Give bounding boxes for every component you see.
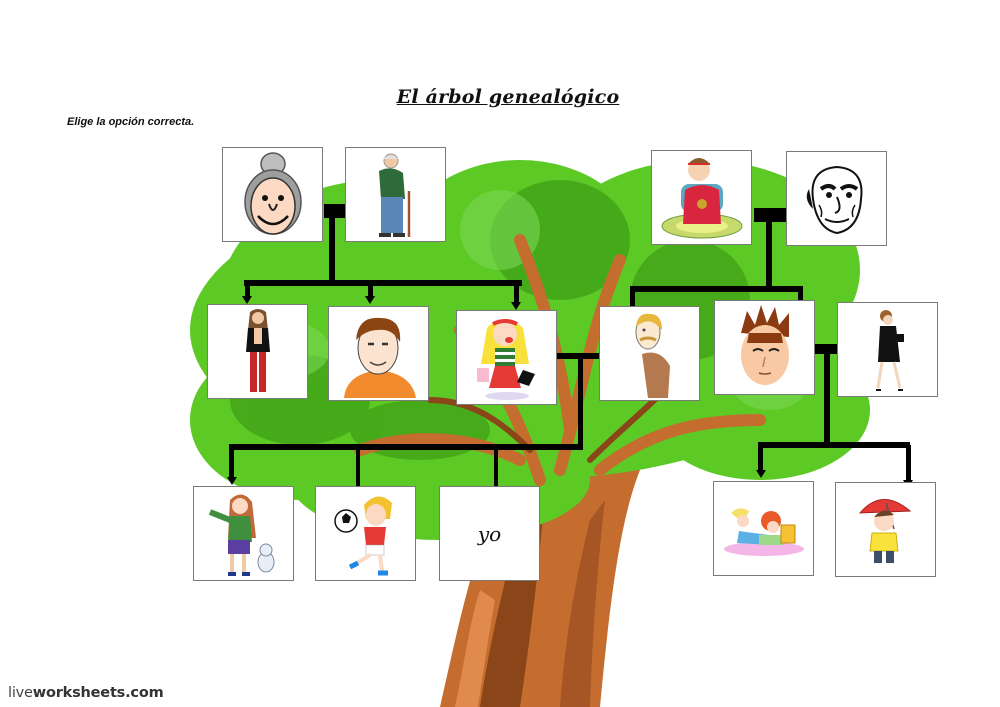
marriage-bar-paternal — [324, 204, 346, 218]
connector-line — [798, 286, 803, 304]
card-hermano[interactable] — [315, 486, 416, 581]
grandfather-cane-icon — [378, 153, 410, 237]
card-padre[interactable] — [599, 306, 700, 401]
arrow-down-icon — [242, 296, 252, 304]
card-tia-2[interactable] — [837, 302, 938, 397]
card-tia-1[interactable] — [207, 304, 308, 399]
instruction-text: Elige la opción correcta. — [67, 116, 195, 128]
card-madre[interactable] — [456, 310, 557, 405]
connector-line — [766, 208, 772, 290]
connector-line — [824, 344, 830, 446]
card-primo[interactable] — [835, 482, 936, 577]
old-man-sketch-icon — [806, 165, 862, 234]
man-mustache-icon — [635, 313, 670, 398]
woman-black-dress-icon — [875, 309, 904, 391]
grandmother-knitting-icon — [661, 157, 742, 238]
connector-line — [356, 447, 360, 487]
girl-with-dog-icon — [208, 493, 274, 576]
arrow-down-icon — [365, 296, 375, 304]
connector-line — [630, 286, 635, 308]
grandmother-face-icon — [243, 151, 302, 235]
connector-line — [758, 445, 763, 471]
card-abuelo-paterno[interactable] — [345, 147, 446, 242]
arrow-down-icon — [511, 302, 521, 310]
card-abuela-materna[interactable] — [651, 150, 752, 245]
card-yo[interactable]: yo — [439, 486, 540, 581]
man-spiky-hair-icon — [740, 304, 789, 385]
card-primas[interactable] — [713, 481, 814, 576]
man-orange-shirt-icon — [343, 317, 416, 398]
yo-label: yo — [477, 521, 502, 546]
connector-line — [514, 283, 519, 303]
card-abuela-paterna[interactable] — [222, 147, 323, 242]
boy-soccer-icon — [333, 495, 392, 575]
card-tio-2[interactable] — [714, 300, 815, 395]
connector-line — [578, 353, 583, 449]
brand-light: live — [8, 685, 33, 701]
connector-line — [229, 444, 583, 450]
arrow-down-icon — [227, 477, 237, 485]
connector-line — [630, 286, 802, 292]
card-abuelo-materno[interactable] — [786, 151, 887, 246]
connector-line — [758, 442, 910, 448]
girls-reading-icon — [723, 507, 804, 556]
blonde-woman-shopping-icon — [476, 318, 535, 400]
boy-umbrella-icon — [858, 498, 911, 563]
connector-line — [229, 447, 234, 477]
card-hermana[interactable] — [193, 486, 294, 581]
connector-line — [244, 280, 522, 286]
page-title: El árbol genealógico — [396, 86, 620, 108]
brand-suffix: .com — [125, 685, 164, 701]
card-tio-1[interactable] — [328, 306, 429, 401]
connector-line — [906, 445, 911, 481]
connector-line — [329, 204, 335, 284]
connector-line — [245, 283, 250, 298]
connector-line — [368, 283, 373, 298]
arrow-down-icon — [756, 470, 766, 478]
connector-line — [494, 447, 498, 487]
liveworksheets-logo[interactable]: liveworksheets.com — [8, 685, 164, 701]
brand-bold: worksheets — [32, 685, 126, 701]
woman-red-pants-icon — [245, 308, 270, 392]
